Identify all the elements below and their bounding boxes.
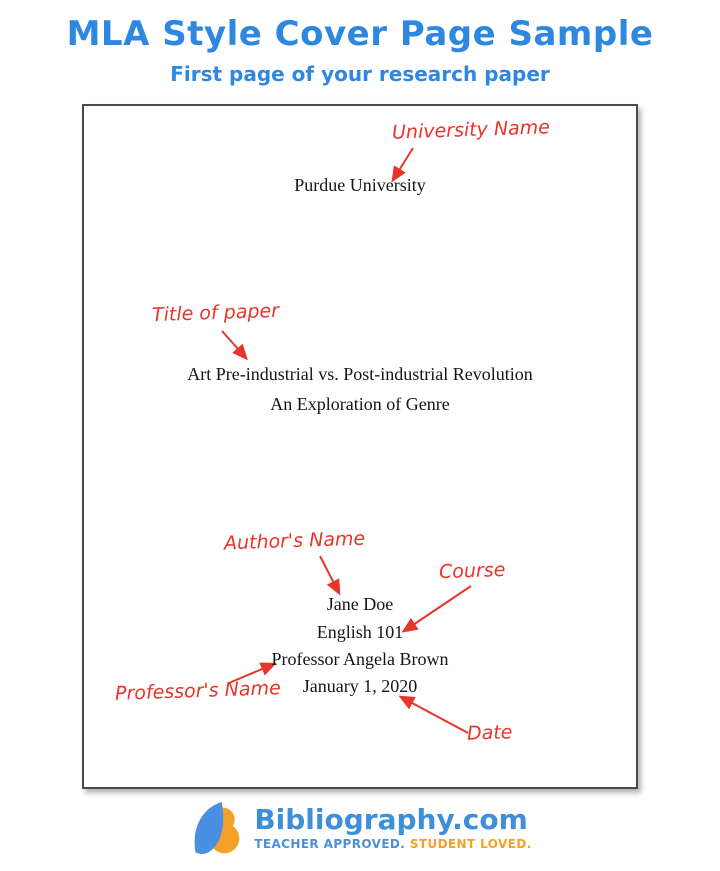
university-name-label: University Name — [391, 116, 551, 144]
paper-title-line2: An Exploration of Genre — [270, 394, 450, 414]
paper-title-line1: Art Pre-industrial vs. Post-industrial R… — [187, 364, 533, 384]
professor-name-text: Professor Angela Brown — [271, 649, 449, 669]
author-name-text: Jane Doe — [326, 594, 394, 614]
professors-name-label: Professor's Name — [114, 677, 282, 705]
university-name-text: Purdue University — [294, 175, 426, 195]
bibliography-logo-icon — [194, 801, 240, 855]
date-label: Date — [466, 721, 513, 745]
page-title: MLA Style Cover Page Sample — [66, 14, 654, 54]
page-subtitle: First page of your research paper — [170, 62, 550, 86]
arrow-authors-name — [319, 555, 341, 596]
brand-tagline: TEACHER APPROVED. STUDENT LOVED. — [254, 837, 531, 851]
authors-name-label: Author's Name — [223, 527, 366, 555]
title-of-paper-label: Title of paper — [151, 299, 280, 327]
brand-text-block: Bibliography.com TEACHER APPROVED. STUDE… — [254, 803, 531, 851]
course-text: English 101 — [316, 622, 404, 642]
date-text: January 1, 2020 — [302, 676, 418, 696]
tagline-student: STUDENT LOVED. — [409, 836, 532, 851]
tagline-teacher: TEACHER APPROVED. — [254, 836, 406, 851]
brand-name: Bibliography.com — [254, 803, 528, 837]
arrow-title-of-paper — [221, 330, 248, 361]
course-label: Course — [438, 558, 506, 584]
sample-cover-page: Purdue University Art Pre-industrial vs.… — [82, 104, 638, 789]
brand-footer: Bibliography.com TEACHER APPROVED. STUDE… — [0, 799, 720, 857]
arrow-date — [398, 695, 469, 734]
